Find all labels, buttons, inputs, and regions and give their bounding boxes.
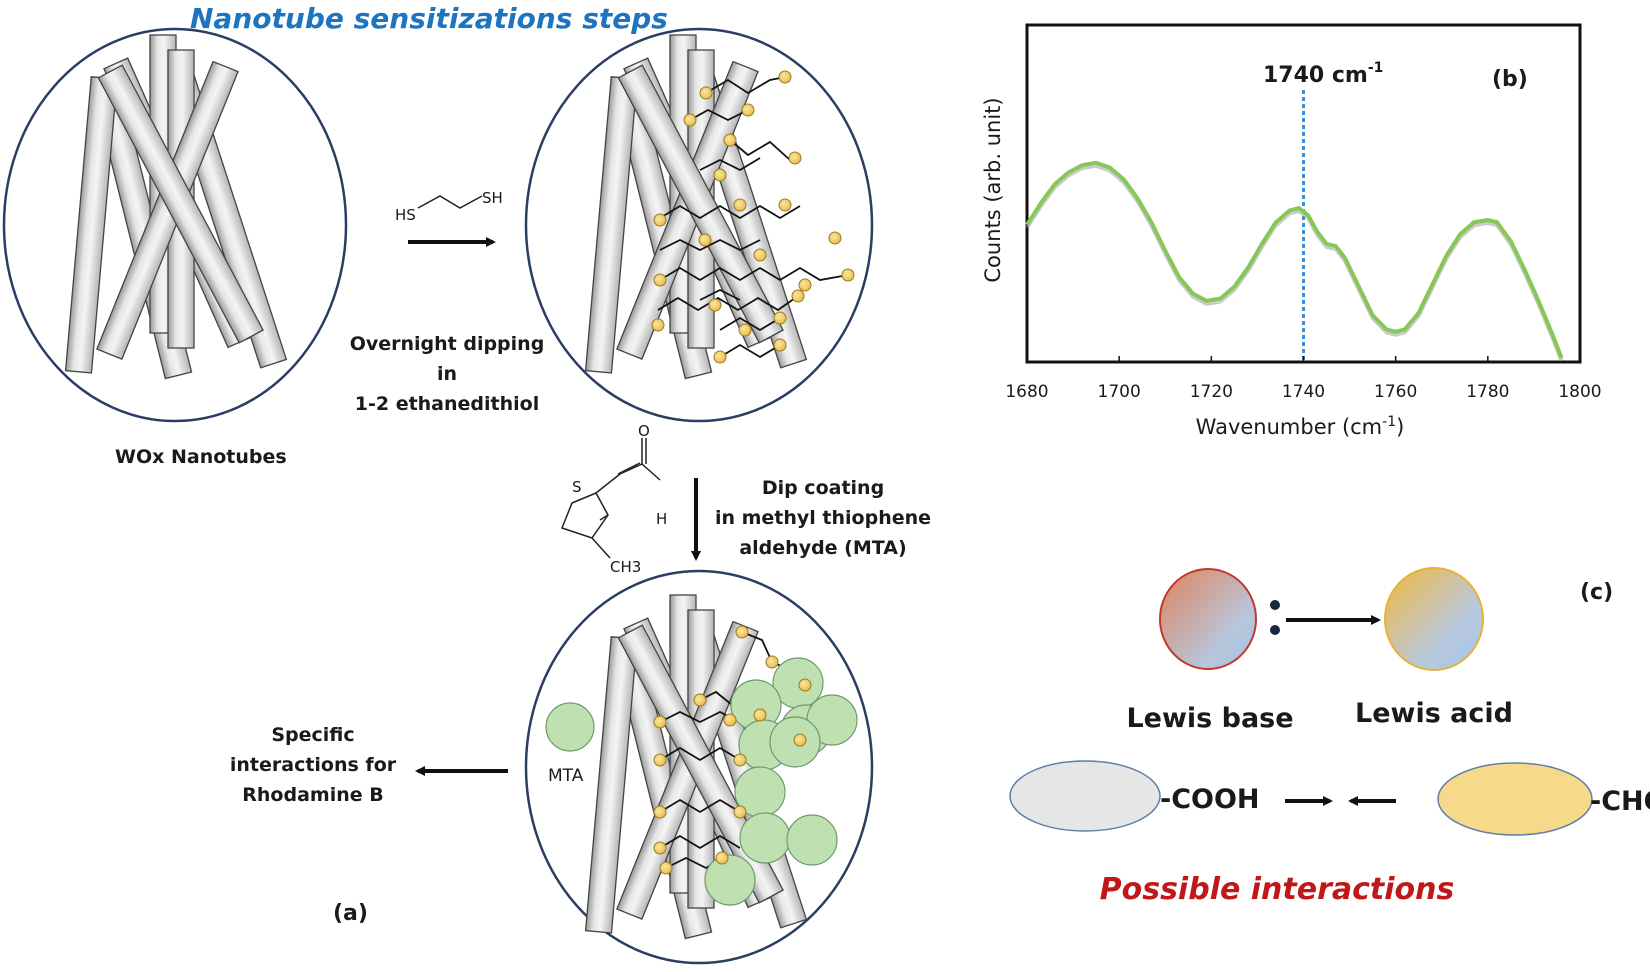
step2-line-3: aldehyde (MTA) [739, 537, 906, 559]
spectrum-line [1025, 160, 1564, 359]
hs-atom: HS [395, 206, 416, 224]
panel-a-label: (a) [333, 901, 368, 926]
ethanedithiol-structure: HS SH [395, 189, 503, 224]
x-tick-label: 1680 [1005, 382, 1048, 402]
result-description: Specific interactions for Rhodamine B [230, 724, 397, 806]
x-axis-title-close: ) [1396, 415, 1404, 439]
step2-description: Dip coating in methyl thiophene aldehyde… [715, 477, 931, 559]
x-tick-label: 1800 [1558, 382, 1601, 402]
mta-sphere-legend [545, 702, 595, 752]
lewis-base-sphere [1159, 568, 1257, 670]
lewis-acid-label: Lewis acid [1355, 698, 1513, 729]
plot-frame [1025, 23, 1582, 364]
cooh-ellipse [1009, 760, 1161, 832]
circle-wox-nanotubes [2, 27, 348, 423]
lewis-acid-sphere [1384, 567, 1484, 671]
annotation-main: 1740 cm [1263, 63, 1368, 88]
figure-title: Nanotube sensitizations steps [190, 2, 668, 35]
possible-interactions: Possible interactions [1100, 872, 1455, 907]
x-axis-title: Wavenumber (cm-1) [1196, 414, 1405, 439]
mta-ch3-group: CH3 [610, 558, 641, 576]
mta-o-atom: O [638, 422, 650, 440]
step1-description: Overnight dipping in 1-2 ethanedithiol [350, 333, 545, 415]
result-line-1: Specific [271, 724, 354, 746]
cho-label: -CHO [1590, 786, 1650, 817]
x-tick-label: 1700 [1098, 382, 1141, 402]
x-axis-title-sup: -1 [1382, 414, 1396, 430]
lone-pair-dot-2 [1270, 625, 1280, 635]
lone-pair-dot-1 [1270, 600, 1280, 610]
result-line-2: interactions for [230, 754, 397, 776]
cooh-label: -COOH [1160, 784, 1260, 815]
result-line-3: Rhodamine B [242, 784, 383, 806]
circle-mta-coated: MTA [524, 569, 874, 965]
cho-ellipse [1437, 762, 1593, 836]
annotation-1740: 1740 cm-1 [1263, 60, 1383, 88]
lewis-base-label: Lewis base [1126, 703, 1293, 734]
annotation-sup: -1 [1368, 60, 1384, 76]
nanotubes-label: WOx Nanotubes [115, 446, 287, 468]
sh-atom: SH [482, 189, 503, 207]
mta-legend-label: MTA [548, 766, 584, 786]
mta-s-atom: S [572, 478, 582, 496]
y-axis-title: Counts (arb. unit) [981, 97, 1005, 282]
x-axis-title-main: Wavenumber (cm [1196, 415, 1382, 439]
step2-line-2: in methyl thiophene [715, 507, 931, 529]
panel-b-label: (b) [1492, 67, 1528, 92]
x-tick-label: 1780 [1466, 382, 1509, 402]
step2-line-1: Dip coating [762, 477, 884, 499]
step1-line-3: 1-2 ethanedithiol [355, 393, 539, 415]
panel-c-label: (c) [1580, 580, 1613, 605]
circle-thiol-functionalized [524, 27, 874, 423]
x-tick-label: 1740 [1282, 382, 1325, 402]
mta-h-atom: H [656, 510, 667, 528]
mta-structure [561, 438, 661, 559]
x-tick-label: 1760 [1374, 382, 1417, 402]
x-tick-label: 1720 [1190, 382, 1233, 402]
step1-line-2: in [437, 363, 457, 385]
step1-line-1: Overnight dipping [350, 333, 545, 355]
